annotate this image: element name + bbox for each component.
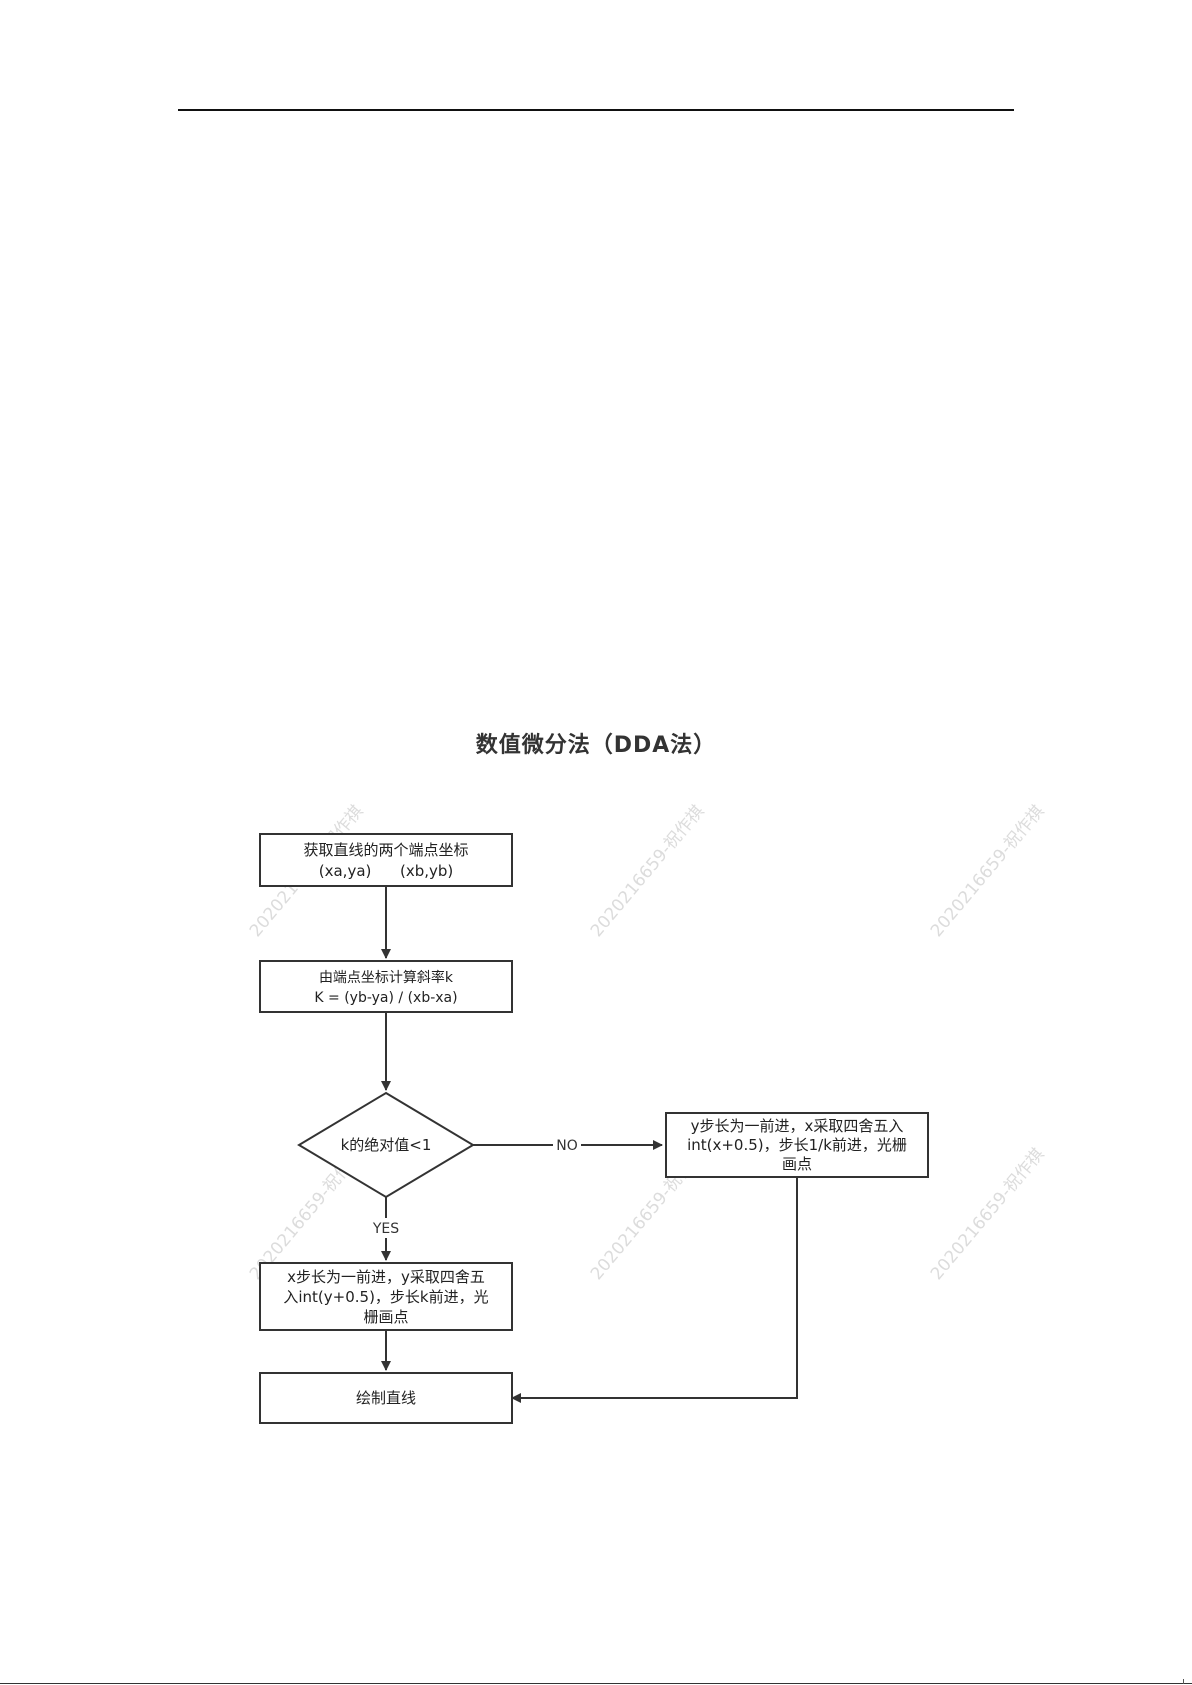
edge-label-yes: YES (372, 1221, 399, 1237)
node-check-slope-label: k的绝对值<1 (341, 1136, 432, 1154)
node-compute-slope-line-2: K = (yb-ya) / (xb-xa) (314, 990, 457, 1006)
edge-ystep-to-draw (512, 1177, 797, 1398)
node-compute-slope-line-1: 由端点坐标计算斜率k (319, 969, 454, 986)
node-check-slope: k的绝对值<1 (299, 1093, 473, 1197)
footer-rule (0, 1683, 1192, 1684)
node-draw-line: 绘制直线 (260, 1373, 512, 1423)
node-y-step-line-3: 画点 (782, 1155, 812, 1173)
node-get-endpoints-line-2: (xa,ya) (xb,yb) (319, 862, 454, 880)
node-compute-slope: 由端点坐标计算斜率k K = (yb-ya) / (xb-xa) (260, 961, 512, 1012)
node-x-step-line-2: 入int(y+0.5)，步长k前进，光 (283, 1288, 488, 1306)
node-y-step-line-2: int(x+0.5)，步长1/k前进，光栅 (687, 1136, 907, 1154)
node-x-step: x步长为一前进，y采取四舍五 入int(y+0.5)，步长k前进，光 栅画点 (260, 1263, 512, 1330)
node-y-step: y步长为一前进，x采取四舍五入 int(x+0.5)，步长1/k前进，光栅 画点 (666, 1113, 928, 1177)
node-draw-line-label: 绘制直线 (356, 1389, 416, 1407)
node-y-step-line-1: y步长为一前进，x采取四舍五入 (691, 1117, 904, 1135)
node-x-step-line-1: x步长为一前进，y采取四舍五 (287, 1268, 485, 1286)
node-get-endpoints-line-1: 获取直线的两个端点坐标 (303, 841, 468, 859)
node-get-endpoints: 获取直线的两个端点坐标 (xa,ya) (xb,yb) (260, 834, 512, 886)
node-x-step-line-3: 栅画点 (363, 1308, 408, 1326)
footer-tick (1183, 1679, 1184, 1684)
edge-label-no: NO (556, 1138, 578, 1154)
